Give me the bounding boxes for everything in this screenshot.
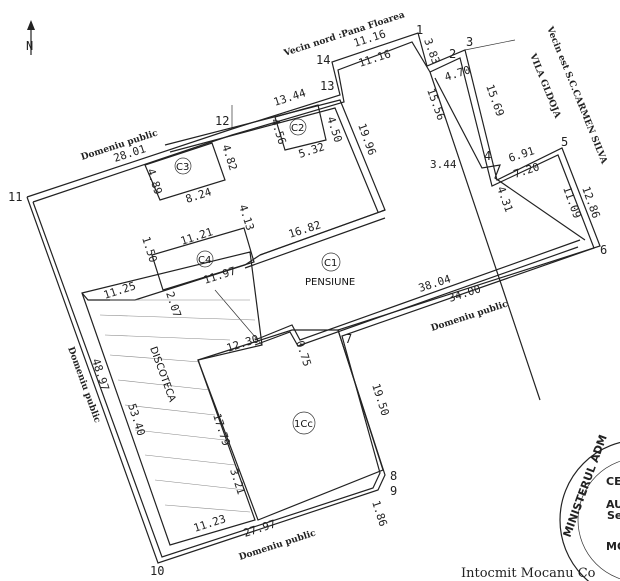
stamp-line: Seri (607, 509, 620, 522)
building-label-c2: C2 (291, 123, 304, 134)
building-label-discoteca: DISCOTECA (147, 345, 177, 404)
neighbor-public-right: Domeniu public (430, 299, 510, 333)
stamp-line: CE (606, 475, 620, 488)
dim-label: 0.75 (293, 339, 314, 368)
point-5: 5 (561, 135, 568, 149)
point-9: 9 (390, 484, 397, 498)
dim-label: 11.21 (179, 225, 215, 248)
dim-label: 7.20 (512, 160, 541, 181)
dim-label: 11.16 (357, 47, 393, 70)
building-label-1cc: 1Cc (294, 419, 313, 430)
point-4: 4 (484, 149, 491, 163)
north-label: N (26, 39, 33, 53)
dim-label: 11.97 (202, 264, 238, 287)
dim-label: 17.79 (210, 412, 233, 448)
dim-label: 15.69 (483, 83, 507, 119)
dim-label: 11.23 (192, 512, 228, 535)
dim-label: 13.44 (272, 86, 308, 109)
dim-label: 15.56 (424, 87, 448, 123)
neighbor-east-villa: VILA GLDOJA (527, 51, 563, 120)
dim-label: 4.82 (219, 143, 240, 172)
point-8: 8 (390, 469, 397, 483)
author-footer: Intocmit Mocanu Co (461, 566, 596, 581)
stamp-line: AUT (606, 498, 620, 511)
point-12: 12 (215, 114, 229, 128)
point-3: 3 (466, 35, 473, 49)
dim-label: 11.25 (102, 279, 138, 302)
dim-label: 8.24 (184, 185, 214, 206)
dim-label: 1.86 (369, 499, 390, 528)
north-arrow-icon (27, 20, 35, 55)
dim-label: 16.82 (287, 218, 323, 241)
building-c4 (151, 227, 255, 291)
dim-label: 2.07 (163, 290, 184, 319)
dim-label: 4.13 (236, 203, 257, 232)
point-2: 2 (449, 47, 456, 61)
building-c2 (274, 104, 327, 151)
building-name-pensiune: PENSIUNE (305, 277, 355, 288)
dim-label: 3.21 (227, 467, 248, 496)
dim-label: 27.97 (242, 517, 278, 540)
building-1cc (197, 329, 384, 521)
point-11: 11 (8, 190, 22, 204)
dim-label: 12.30 (225, 332, 261, 355)
building-label-c1: C1 (324, 258, 337, 269)
dim-label: 1.50 (139, 235, 160, 264)
point-6: 6 (600, 243, 607, 257)
dim-label: 48.97 (89, 357, 112, 393)
stamp-line: MOC (606, 540, 620, 553)
building-c3 (144, 142, 226, 201)
building-label-c3: C3 (176, 162, 189, 173)
point-14: 14 (316, 53, 330, 67)
dim-label: 4.50 (324, 115, 345, 144)
building-label-c4: C4 (198, 255, 211, 266)
point-10: 10 (150, 564, 164, 578)
dim-label: 19.96 (355, 122, 379, 158)
building-c1 (81, 71, 586, 401)
dim-label: 4.31 (494, 185, 515, 214)
dim-label: 5.32 (297, 140, 326, 161)
dim-label: 4.89 (144, 167, 165, 196)
dim-label: 19.50 (369, 382, 392, 418)
point-1: 1 (416, 23, 423, 37)
dim-label: 3.44 (430, 158, 457, 171)
dim-label: 4.70 (443, 63, 472, 84)
point-13: 13 (320, 79, 334, 93)
official-stamp: MINISTERUL ADM CE AUT Seri MOC (559, 433, 620, 581)
point-7: 7 (345, 332, 352, 346)
